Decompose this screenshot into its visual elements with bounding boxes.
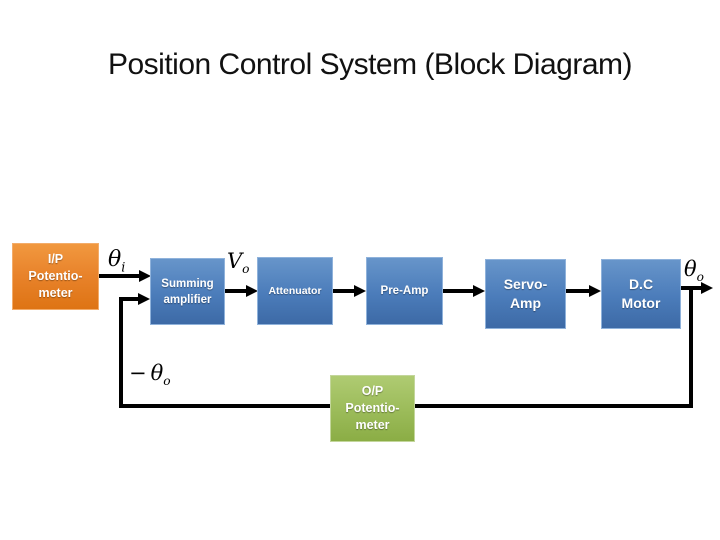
block-servo-amp: Servo- Amp (485, 259, 566, 329)
block-label-line: Potentio- (28, 269, 83, 283)
block-dc-motor: D.C Motor (601, 259, 681, 329)
theta-symbol: θ (108, 247, 122, 272)
subscript: i (121, 260, 126, 276)
block-label-line: D.C (628, 276, 654, 292)
subscript: o (242, 262, 250, 277)
block-label-line: amplifier (163, 293, 212, 306)
block-label-line: meter (355, 418, 390, 432)
signal-label-theta-o: θo (684, 257, 704, 284)
subscript: o (163, 374, 171, 389)
slide-title: Position Control System (Block Diagram) (107, 48, 633, 81)
signal-label-minus-theta-o: −θo (129, 361, 171, 388)
block-label-line: Amp (509, 295, 542, 311)
block-label-line: Servo- (503, 276, 548, 292)
signal-label-theta-i: θi (108, 247, 125, 275)
block-label-line: Attenuator (268, 285, 322, 297)
minus-sign: − (129, 361, 147, 385)
block-summing-amplifier: Summing amplifier (150, 258, 225, 325)
v-symbol: V (227, 249, 243, 273)
block-label-line: Pre-Amp (380, 285, 429, 297)
block-attenuator: Attenuator (257, 257, 333, 325)
subscript: o (696, 270, 704, 285)
theta-symbol: θ (150, 361, 164, 385)
block-output-potentiometer: O/P Potentio- meter (330, 375, 415, 442)
block-label-line: I/P (47, 252, 64, 266)
arrowheads (138, 270, 713, 305)
block-label-line: Potentio- (345, 401, 400, 415)
block-pre-amp: Pre-Amp (366, 257, 443, 325)
block-input-potentiometer: I/P Potentio- meter (12, 243, 99, 310)
block-label-line: O/P (361, 384, 384, 398)
theta-symbol: θ (684, 257, 697, 281)
block-label-line: Summing (161, 277, 214, 290)
connector-lines (98, 274, 701, 408)
block-label-line: Motor (621, 295, 661, 311)
block-label-line: meter (38, 286, 73, 300)
signal-label-v-o: Vo (227, 249, 250, 276)
